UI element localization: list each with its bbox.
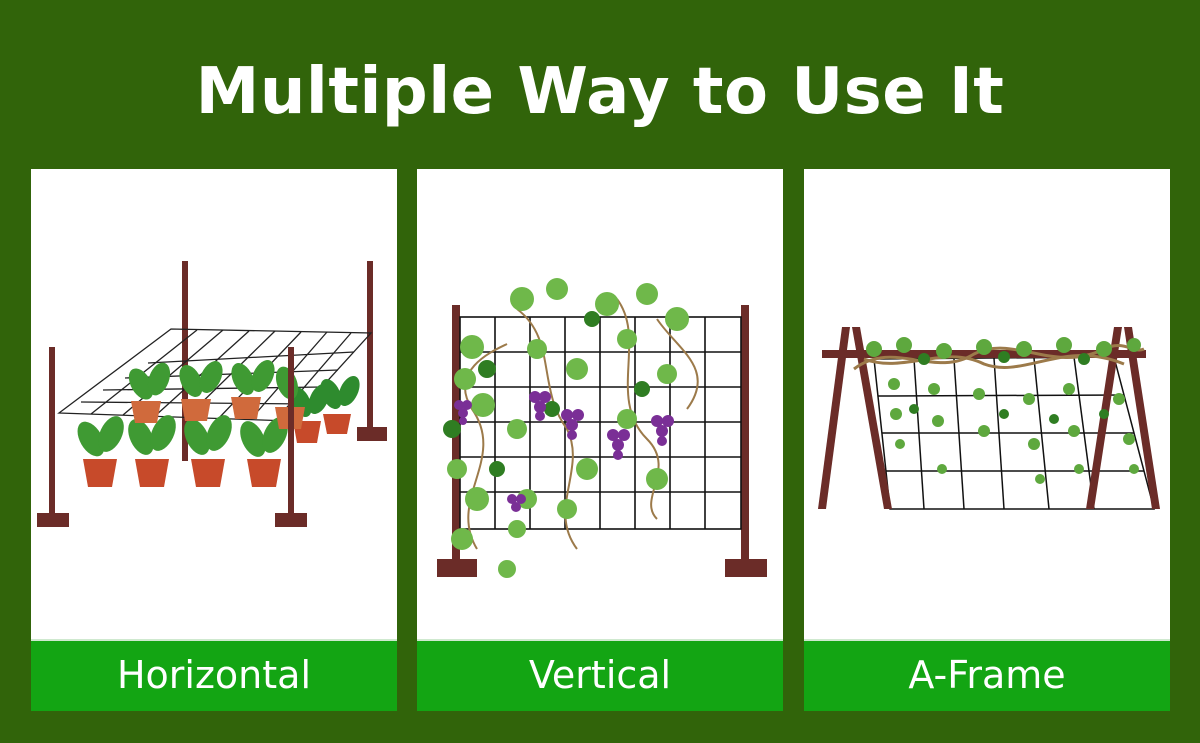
card-label-vertical: Vertical xyxy=(417,639,783,711)
vertical-trellis-illustration xyxy=(437,278,767,578)
page-title: Multiple Way to Use It xyxy=(195,55,1005,129)
card-vertical: Vertical xyxy=(417,169,783,711)
a-frame-trellis-illustration xyxy=(818,327,1160,510)
card-label-horizontal: Horizontal xyxy=(31,639,397,711)
card-horizontal: Horizontal xyxy=(31,169,397,711)
card-a-frame: A-Frame xyxy=(804,169,1170,711)
horizontal-trellis-illustration xyxy=(37,261,387,527)
card-label-a-frame: A-Frame xyxy=(804,639,1170,711)
